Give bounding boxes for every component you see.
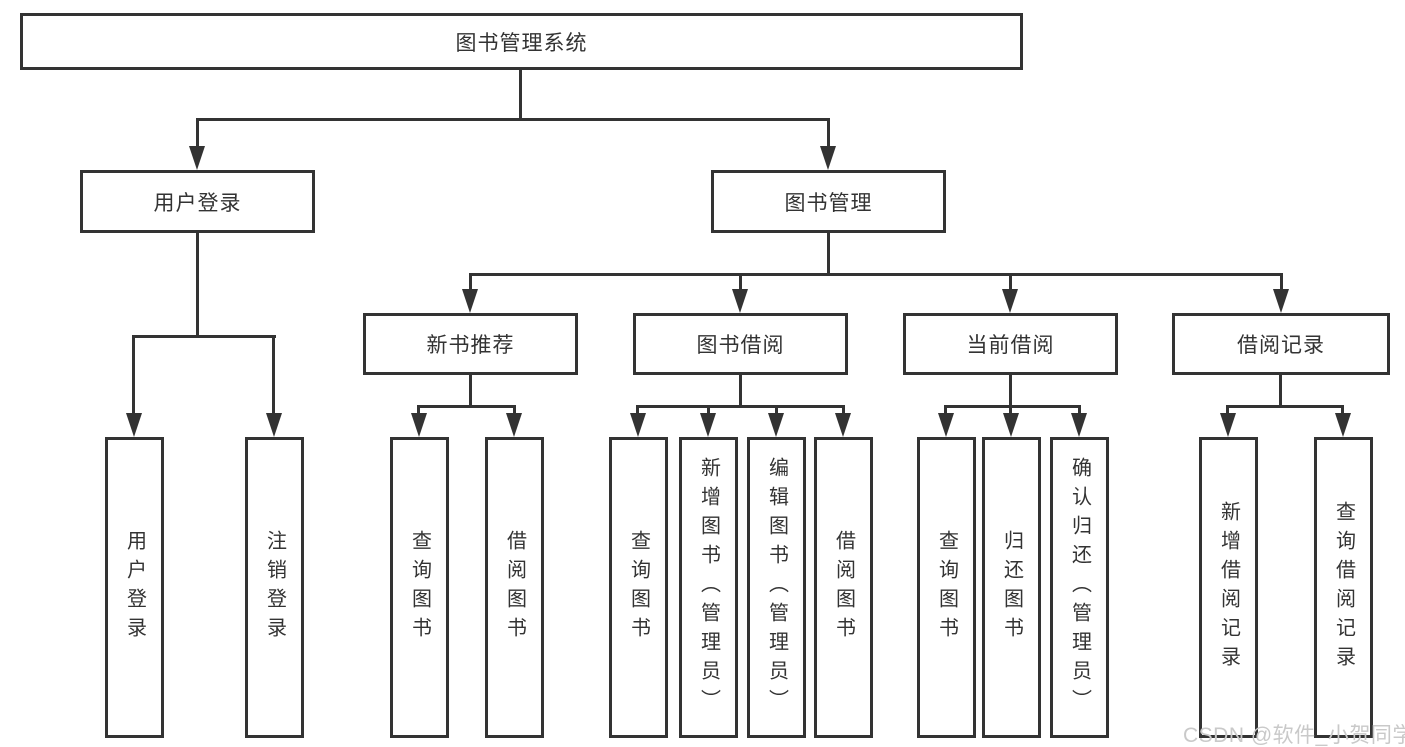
connector-line	[707, 405, 710, 417]
connector-line	[519, 70, 522, 121]
csdn-watermark: CSDN @软件_小贺同学	[1183, 724, 1405, 747]
connector-line	[132, 335, 135, 417]
node-user-login: 用户登录	[80, 170, 315, 233]
arrowhead-icon	[1273, 289, 1289, 313]
node-label: 图书管理	[784, 191, 873, 215]
connector-line	[417, 405, 420, 417]
node-label: 编辑图书（管理员）	[765, 457, 788, 718]
arrowhead-icon	[411, 413, 427, 437]
connector-line	[1280, 273, 1283, 293]
connector-line	[1009, 273, 1012, 293]
connector-line	[827, 118, 830, 150]
connector-line	[739, 273, 742, 293]
connector-line	[1341, 405, 1344, 417]
arrowhead-icon	[630, 413, 646, 437]
connector-line	[1009, 375, 1012, 408]
node-label: 查询图书	[627, 529, 650, 646]
connector-line	[132, 335, 276, 338]
node-label: 借阅图书	[503, 529, 526, 646]
arrowhead-icon	[820, 146, 836, 170]
connector-line	[1009, 405, 1012, 417]
connector-line	[513, 405, 516, 417]
connector-line	[739, 375, 742, 408]
node-label: 查询借阅记录	[1332, 500, 1355, 675]
node-label: 新增图书（管理员）	[697, 457, 720, 718]
connector-line	[469, 375, 472, 408]
node-label: 注销登录	[263, 529, 286, 646]
connector-line	[196, 233, 199, 338]
node-label: 用户登录	[153, 191, 242, 215]
leaf-edit-book-admin: 编辑图书（管理员）	[747, 437, 806, 738]
node-label: 归还图书	[1000, 529, 1023, 646]
node-borrow-records: 借阅记录	[1172, 313, 1390, 375]
node-label: 当前借阅	[966, 334, 1055, 357]
node-new-book-recommend: 新书推荐	[363, 313, 578, 375]
node-book-borrow: 图书借阅	[633, 313, 848, 375]
connector-line	[272, 335, 275, 417]
leaf-borrow-books: 借阅图书	[814, 437, 873, 738]
connector-line	[1226, 405, 1344, 408]
connector-line	[775, 405, 778, 417]
connector-line	[1226, 405, 1229, 417]
connector-line	[636, 405, 845, 408]
connector-line	[944, 405, 1081, 408]
leaf-return-books: 归还图书	[982, 437, 1041, 738]
connector-line	[469, 273, 472, 293]
node-label: 用户登录	[123, 529, 146, 646]
node-label: 新书推荐	[426, 334, 515, 357]
arrowhead-icon	[938, 413, 954, 437]
connector-line	[469, 273, 1283, 276]
connector-line	[944, 405, 947, 417]
connector-line	[1279, 375, 1282, 408]
arrowhead-icon	[700, 413, 716, 437]
arrowhead-icon	[1002, 289, 1018, 313]
node-label: 借阅记录	[1237, 334, 1325, 357]
node-library-management-system: 图书管理系统	[20, 13, 1023, 70]
arrowhead-icon	[1220, 413, 1236, 437]
leaf-query-books-borrow: 查询图书	[609, 437, 668, 738]
node-book-management: 图书管理	[711, 170, 946, 233]
arrowhead-icon	[1071, 413, 1087, 437]
leaf-query-books-current: 查询图书	[917, 437, 976, 738]
leaf-logout: 注销登录	[245, 437, 304, 738]
arrowhead-icon	[462, 289, 478, 313]
leaf-borrow-books-recommend: 借阅图书	[485, 437, 544, 738]
arrowhead-icon	[768, 413, 784, 437]
node-label: 图书借阅	[696, 334, 785, 357]
leaf-user-login: 用户登录	[105, 437, 164, 738]
leaf-query-books-recommend: 查询图书	[390, 437, 449, 738]
arrowhead-icon	[835, 413, 851, 437]
leaf-add-borrow-record: 新增借阅记录	[1199, 437, 1258, 738]
connector-line	[827, 233, 830, 276]
connector-line	[196, 118, 199, 150]
connector-line	[842, 405, 845, 417]
node-label: 确认归还（管理员）	[1068, 457, 1091, 718]
arrowhead-icon	[1335, 413, 1351, 437]
node-current-borrow: 当前借阅	[903, 313, 1118, 375]
arrowhead-icon	[266, 413, 282, 437]
leaf-query-borrow-record: 查询借阅记录	[1314, 437, 1373, 738]
node-label: 新增借阅记录	[1217, 500, 1240, 675]
connector-line	[1078, 405, 1081, 417]
connector-line	[636, 405, 639, 417]
node-label: 查询图书	[408, 529, 431, 646]
node-label: 借阅图书	[832, 529, 855, 646]
node-label: 图书管理系统	[455, 31, 588, 55]
arrowhead-icon	[506, 413, 522, 437]
arrowhead-icon	[126, 413, 142, 437]
arrowhead-icon	[1003, 413, 1019, 437]
node-label: 查询图书	[935, 529, 958, 646]
connector-line	[417, 405, 516, 408]
leaf-confirm-return-admin: 确认归还（管理员）	[1050, 437, 1109, 738]
connector-line	[196, 118, 830, 121]
arrowhead-icon	[189, 146, 205, 170]
arrowhead-icon	[732, 289, 748, 313]
leaf-add-book-admin: 新增图书（管理员）	[679, 437, 738, 738]
